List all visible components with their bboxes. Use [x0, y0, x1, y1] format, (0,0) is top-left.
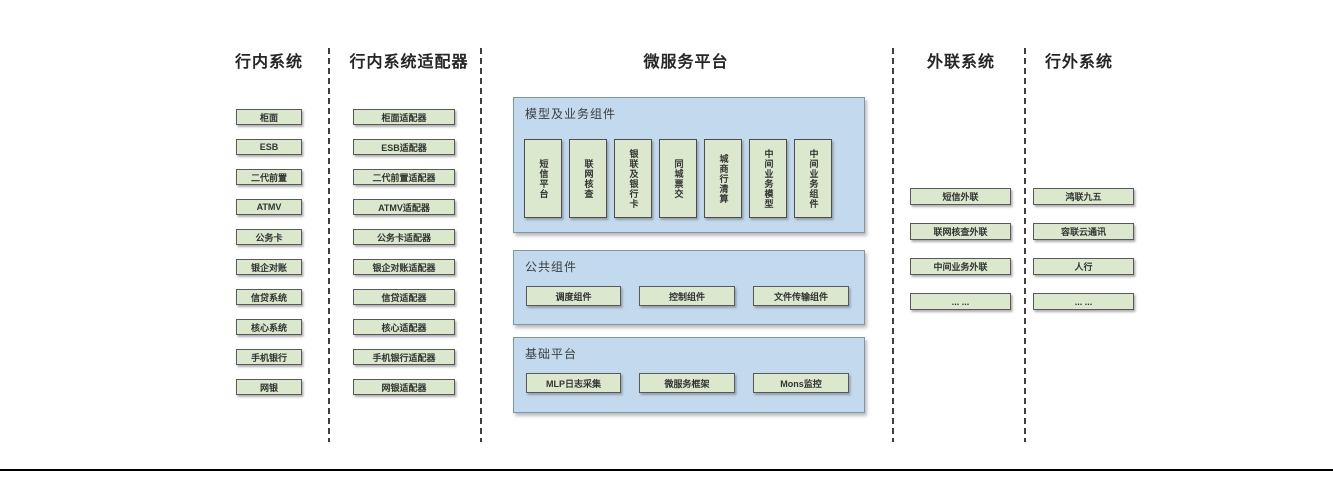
- system-box: 中间业务外联: [910, 258, 1011, 275]
- system-box: 容联云通讯: [1033, 223, 1134, 240]
- component-box: MLP日志采集: [526, 373, 621, 393]
- adapter-box: 公务卡适配器: [353, 229, 455, 245]
- column-header-external-link-systems: 外联系统: [926, 54, 995, 71]
- component-row: MLP日志采集 微服务框架 Mons监控: [526, 373, 849, 393]
- component-box: 微服务框架: [639, 373, 735, 393]
- system-box: ... ...: [910, 293, 1011, 310]
- vertical-component-row: 短信平台 联网核查 银联及银行卡 同城票交 城商行清算 中间业务模型 中间业务组…: [524, 139, 832, 218]
- panel-common-components: 公共组件 调度组件 控制组件 文件传输组件: [513, 250, 865, 325]
- system-box: 柜面: [236, 109, 302, 125]
- component-box: 文件传输组件: [753, 286, 849, 306]
- column-header-internal-adapters: 行内系统适配器: [349, 54, 469, 71]
- column-divider: [892, 48, 894, 442]
- system-box: ESB: [236, 139, 302, 155]
- component-box: 同城票交: [659, 139, 697, 218]
- component-box: Mons监控: [753, 373, 849, 393]
- external-link-systems-list: 短信外联 联网核查外联 中间业务外联 ... ...: [910, 188, 1011, 328]
- adapter-box: ATMV适配器: [353, 199, 455, 215]
- adapter-box: 二代前置适配器: [353, 169, 455, 185]
- internal-systems-list: 柜面 ESB 二代前置 ATMV 公务卡 银企对账 信贷系统 核心系统 手机银行…: [236, 109, 302, 409]
- component-box: 短信平台: [524, 139, 562, 218]
- system-box: 网银: [236, 379, 302, 395]
- system-box: 核心系统: [236, 319, 302, 335]
- panel-label: 模型及业务组件: [525, 107, 617, 121]
- column-header-microservice-platform: 微服务平台: [643, 54, 729, 71]
- component-box: 银联及银行卡: [614, 139, 652, 218]
- system-box: ... ...: [1033, 293, 1134, 310]
- adapter-box: 网银适配器: [353, 379, 455, 395]
- component-box: 调度组件: [526, 286, 621, 306]
- component-box: 联网核查: [569, 139, 607, 218]
- panel-base-platform: 基础平台 MLP日志采集 微服务框架 Mons监控: [513, 337, 865, 413]
- column-divider: [328, 48, 330, 442]
- bottom-rule: [0, 469, 1333, 471]
- system-box: 短信外联: [910, 188, 1011, 205]
- system-box: 人行: [1033, 258, 1134, 275]
- system-box: 信贷系统: [236, 289, 302, 305]
- system-box: 手机银行: [236, 349, 302, 365]
- adapter-box: 银企对账适配器: [353, 259, 455, 275]
- column-divider: [1024, 48, 1026, 442]
- system-box: 公务卡: [236, 229, 302, 245]
- column-header-outside-bank-systems: 行外系统: [1044, 54, 1113, 71]
- panel-label: 基础平台: [525, 347, 578, 361]
- panel-model-business-components: 模型及业务组件 短信平台 联网核查 银联及银行卡 同城票交 城商行清算 中间业务…: [513, 97, 865, 233]
- internal-adapters-list: 柜面适配器 ESB适配器 二代前置适配器 ATMV适配器 公务卡适配器 银企对账…: [353, 109, 455, 409]
- panel-label: 公共组件: [525, 260, 578, 274]
- component-box: 中间业务组件: [794, 139, 832, 218]
- component-box: 控制组件: [639, 286, 735, 306]
- column-header-internal-systems: 行内系统: [234, 54, 303, 71]
- system-box: 银企对账: [236, 259, 302, 275]
- system-box: ATMV: [236, 199, 302, 215]
- column-divider: [480, 48, 482, 442]
- system-box: 鸿联九五: [1033, 188, 1134, 205]
- adapter-box: ESB适配器: [353, 139, 455, 155]
- outside-bank-systems-list: 鸿联九五 容联云通讯 人行 ... ...: [1033, 188, 1134, 328]
- adapter-box: 手机银行适配器: [353, 349, 455, 365]
- adapter-box: 信贷适配器: [353, 289, 455, 305]
- adapter-box: 核心适配器: [353, 319, 455, 335]
- system-box: 二代前置: [236, 169, 302, 185]
- system-box: 联网核查外联: [910, 223, 1011, 240]
- component-box: 中间业务模型: [749, 139, 787, 218]
- component-box: 城商行清算: [704, 139, 742, 218]
- component-row: 调度组件 控制组件 文件传输组件: [526, 286, 849, 306]
- adapter-box: 柜面适配器: [353, 109, 455, 125]
